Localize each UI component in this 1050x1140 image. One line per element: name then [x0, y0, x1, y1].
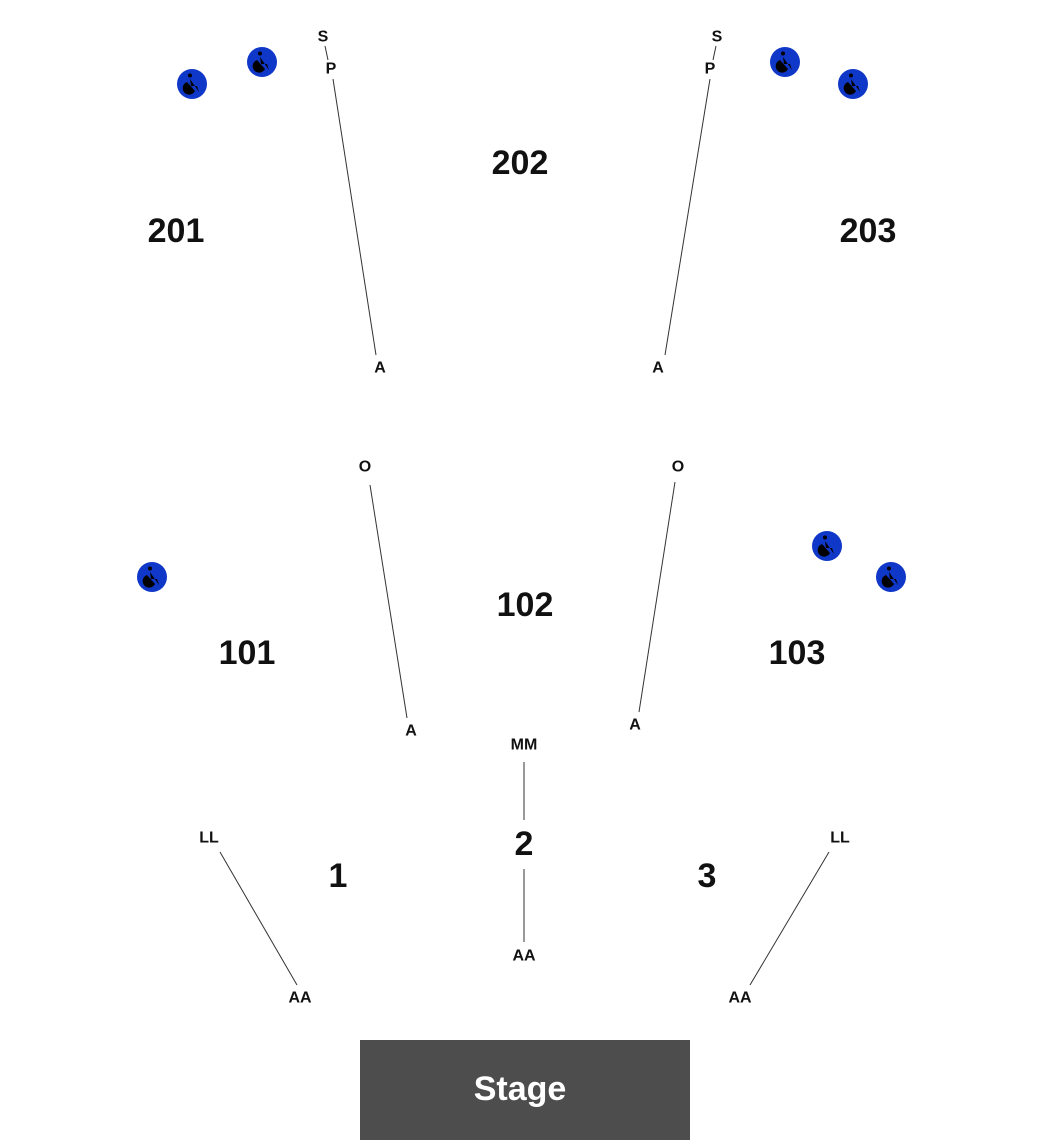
row-divider-s-p-left	[324, 45, 329, 61]
row-label-2-mm: MM	[511, 737, 538, 754]
row-label-right-a: A	[652, 360, 664, 377]
row-label-3-ll: LL	[830, 830, 850, 847]
row-label-right-p: P	[705, 61, 716, 78]
section-202[interactable]: 202	[492, 144, 549, 182]
row-divider-102-103	[638, 481, 676, 713]
section-103[interactable]: 103	[769, 634, 826, 672]
row-divider-101-102	[369, 484, 408, 719]
section-102[interactable]: 102	[497, 586, 554, 624]
wheelchair-icon[interactable]	[838, 69, 868, 99]
section-201[interactable]: 201	[148, 212, 205, 250]
row-label-103-a: A	[629, 717, 641, 734]
wheelchair-icon[interactable]	[177, 69, 207, 99]
wheelchair-icon[interactable]	[247, 47, 277, 77]
row-label-right-s: S	[712, 29, 723, 46]
wheelchair-icon[interactable]	[876, 562, 906, 592]
section-2[interactable]: 2	[515, 825, 534, 863]
section-101[interactable]: 101	[219, 634, 276, 672]
row-divider-s-p-right	[712, 45, 717, 61]
row-divider-1-2	[219, 851, 298, 986]
section-3[interactable]: 3	[698, 857, 717, 895]
stage-block	[360, 1040, 690, 1140]
row-label-3-aa: AA	[728, 990, 752, 1007]
row-label-left-s: S	[318, 29, 329, 46]
section-203[interactable]: 203	[840, 212, 897, 250]
section-1[interactable]: 1	[329, 857, 348, 895]
row-divider-201-202	[332, 78, 377, 356]
row-divider-2-3	[749, 851, 830, 986]
wheelchair-icon[interactable]	[770, 47, 800, 77]
row-label-1-aa: AA	[288, 990, 312, 1007]
row-label-103-o: O	[672, 459, 684, 476]
row-label-1-ll: LL	[199, 830, 219, 847]
row-label-left-p: P	[326, 61, 337, 78]
row-divider-202-203	[664, 78, 711, 356]
row-label-left-a: A	[374, 360, 386, 377]
stage-label: Stage	[474, 1070, 567, 1108]
stage: Stage	[360, 1040, 690, 1140]
row-label-2-aa: AA	[512, 948, 536, 965]
row-label-101-a: A	[405, 723, 417, 740]
wheelchair-icon[interactable]	[812, 531, 842, 561]
row-label-101-o: O	[359, 459, 371, 476]
wheelchair-icon[interactable]	[137, 562, 167, 592]
